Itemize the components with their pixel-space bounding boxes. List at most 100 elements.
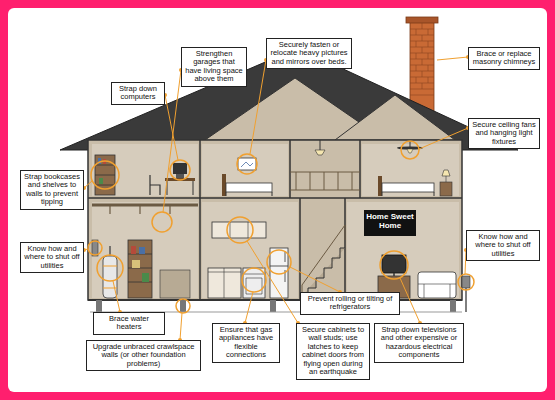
highlight-circles-part (176, 299, 190, 313)
callout-box: Ensure that gas appliances have flexible… (212, 323, 280, 363)
chimney-part (410, 23, 434, 95)
highlight-circles-part (242, 268, 266, 292)
callout-box: Strengthen garages that have living spac… (181, 47, 247, 87)
office-furniture-part (176, 174, 184, 178)
highlight-circles-part (97, 255, 123, 281)
callout-box: Strap down computers (111, 82, 165, 105)
house-walls-part (202, 202, 298, 298)
office-furniture-part (167, 181, 193, 195)
frame-part (8, 8, 547, 392)
office-furniture-part (95, 165, 115, 185)
kitchen-part (243, 268, 265, 298)
bedroom-furniture-part (226, 192, 272, 196)
living-room-part (462, 276, 470, 288)
callout-text: Brace or replace masonry chimneys (472, 50, 536, 67)
living-room-part (418, 284, 456, 298)
highlight-circles-part (91, 161, 119, 189)
leader-lines-part (437, 57, 468, 60)
bedroom-furniture-part (241, 162, 253, 167)
living-room-part (393, 273, 395, 276)
bedroom-furniture-part (238, 158, 256, 170)
callout-box: Secure cabinets to wall studs; use latch… (296, 323, 370, 380)
kitchen-part (243, 274, 265, 294)
living-room-part (418, 272, 456, 298)
callout-box: Know how and where to shut off utilities (20, 242, 84, 273)
living-room-part (465, 288, 467, 312)
highlight-circles (88, 141, 474, 313)
callout-box: Know how and where to shut off utilities (466, 230, 540, 261)
leader-lines-part (245, 292, 253, 323)
bedroom-furniture-part (378, 176, 382, 196)
highlight-circles-part (227, 217, 253, 243)
highlight-circles-part (267, 250, 291, 274)
callout-text: Know how and where to shut off utilities (24, 245, 80, 270)
garage-contents-part (142, 273, 149, 282)
kitchen-part (208, 268, 241, 298)
bedroom-furniture-part (440, 182, 452, 196)
foundation-part (270, 300, 276, 312)
chimney-part (410, 22, 434, 112)
callout-text: Ensure that gas appliances have flexible… (216, 326, 276, 360)
callout-text: Know how and where to shut off utilities (470, 233, 536, 258)
garage-contents-part (103, 266, 117, 288)
living-room-part (364, 210, 416, 236)
ceiling-fan-part (320, 140, 321, 150)
callout-text: Strengthen garages that have living spac… (185, 50, 243, 84)
callout-text: Securely fasten or relocate heavy pictur… (270, 41, 348, 66)
house-walls (88, 140, 462, 300)
garage-contents-part (139, 247, 145, 254)
leader-lines-part (419, 128, 468, 149)
bedroom-furniture-part (442, 170, 450, 182)
house-walls-part (202, 144, 288, 196)
ceiling-fan-part (407, 149, 413, 153)
leader-lines-part (247, 241, 298, 323)
garage-contents-part (92, 204, 198, 207)
garage-contents-part (131, 246, 136, 254)
leader-lines-part (290, 267, 340, 292)
leader-lines-part (250, 60, 266, 154)
garage-contents-part (128, 240, 152, 298)
leader-lines (84, 57, 468, 340)
leader-dots (82, 55, 470, 342)
highlight-circles-part (458, 274, 474, 290)
bedroom-furniture-part (222, 174, 226, 196)
kitchen-part (208, 268, 241, 298)
leader-lines-part (163, 70, 181, 212)
living-room-part (382, 255, 406, 273)
office-furniture-part (173, 163, 187, 174)
kitchen-part (270, 252, 288, 282)
callout-text: Secure cabinets to wall studs; use latch… (300, 326, 366, 377)
house-walls-part (92, 202, 198, 298)
kitchen-part (212, 222, 266, 238)
callout-box: Strap down televisions and other expensi… (374, 323, 464, 363)
callout-box: Strap bookcases and shelves to walls to … (20, 170, 84, 210)
callout-box: Brace or replace masonry chimneys (468, 47, 540, 70)
highlight-circles-part (170, 160, 190, 180)
office-furniture (95, 155, 195, 195)
bedroom-furniture-part (382, 183, 434, 192)
callout-text: Strap bookcases and shelves to walls to … (24, 173, 80, 207)
foundation-part (180, 300, 186, 312)
highlight-circles-part (380, 251, 408, 279)
bedroom-furniture-part (226, 183, 272, 192)
garage-contents-part (128, 254, 152, 282)
staircase (290, 172, 360, 298)
callout-box: Prevent rolling or tilting of refrigerat… (300, 292, 400, 315)
leader-lines-part (165, 95, 178, 160)
garage-contents-part (160, 270, 190, 298)
leader-lines-part (400, 278, 420, 323)
sign-text: Home Sweet Home (364, 212, 416, 230)
chimney-part (406, 17, 438, 23)
callout-text: Strap down televisions and other expensi… (378, 326, 460, 360)
callout-text: Prevent rolling or tilting of refrigerat… (304, 295, 396, 312)
chimney (406, 17, 438, 112)
ceiling-fan-part (315, 150, 325, 155)
leader-lines-part (180, 313, 182, 340)
staircase-part (300, 248, 345, 298)
callout-box: Secure ceiling fans and hanging light fi… (468, 118, 540, 149)
office-furniture-part (99, 178, 103, 184)
highlight-circles-part (401, 141, 419, 159)
garage-contents-part (103, 256, 117, 298)
kitchen-part (230, 222, 248, 238)
